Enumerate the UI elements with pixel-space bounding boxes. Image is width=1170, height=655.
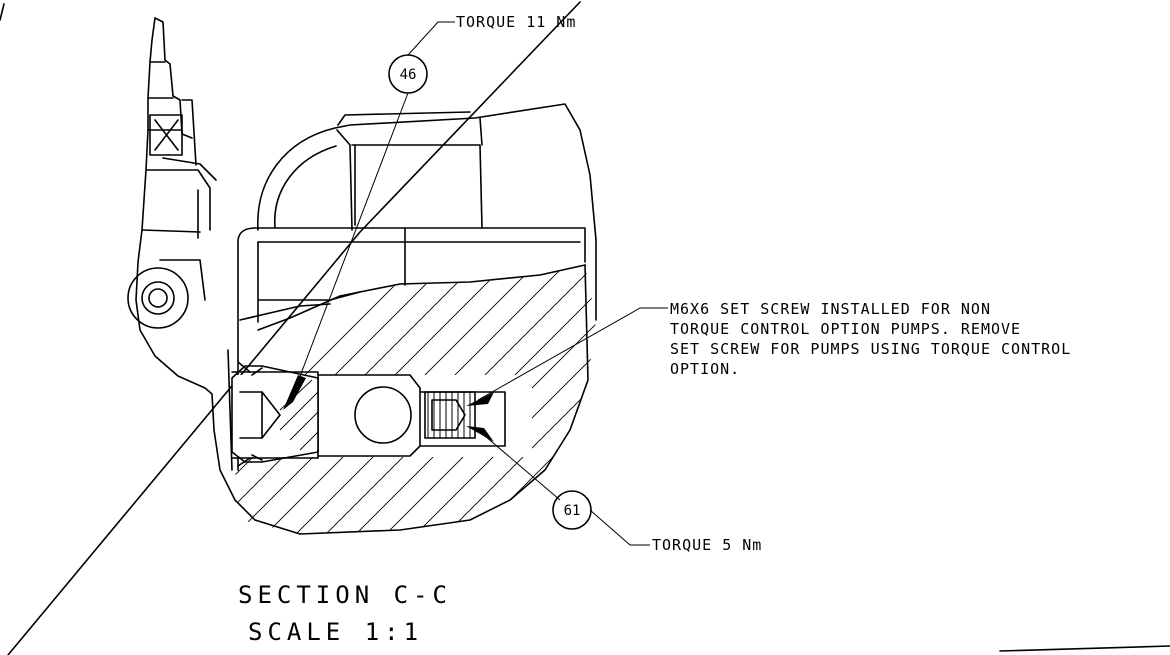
set-screw-61 xyxy=(424,391,476,439)
note-line-2: TORQUE CONTROL OPTION PUMPS. REMOVE xyxy=(670,320,1021,338)
section-scale: SCALE 1:1 xyxy=(248,618,423,646)
leader-bottom-torque xyxy=(589,509,650,546)
section-title: SECTION C-C xyxy=(238,581,452,609)
corner-mark-top-left xyxy=(0,3,5,21)
note-line-3: SET SCREW FOR PUMPS USING TORQUE CONTROL xyxy=(670,340,1071,358)
note-line-4: OPTION. xyxy=(670,360,740,378)
top-torque-callout: TORQUE 11 Nm xyxy=(456,13,576,31)
leader-61 xyxy=(477,429,561,501)
elbow-housing xyxy=(257,103,597,321)
leader-46 xyxy=(293,92,409,393)
balloon-46-circle xyxy=(388,54,428,94)
pivot-boss xyxy=(127,267,189,329)
bottom-torque-callout: TORQUE 5 Nm xyxy=(652,536,762,554)
section-diagonal-line xyxy=(7,1,581,655)
border-line-bottom-right xyxy=(999,645,1170,652)
left-flange xyxy=(135,17,301,535)
note-line-1: M6X6 SET SCREW INSTALLED FOR NON xyxy=(670,300,991,318)
balloon-61-circle xyxy=(552,490,592,530)
balloon-61-label: 61 xyxy=(564,503,581,519)
balloon-46-label: 46 xyxy=(400,67,417,83)
leader-top-torque xyxy=(407,21,455,56)
leader-note xyxy=(477,307,668,401)
arrowhead-46 xyxy=(283,375,306,410)
hatched-body xyxy=(235,264,596,535)
plug-46 xyxy=(231,365,319,463)
